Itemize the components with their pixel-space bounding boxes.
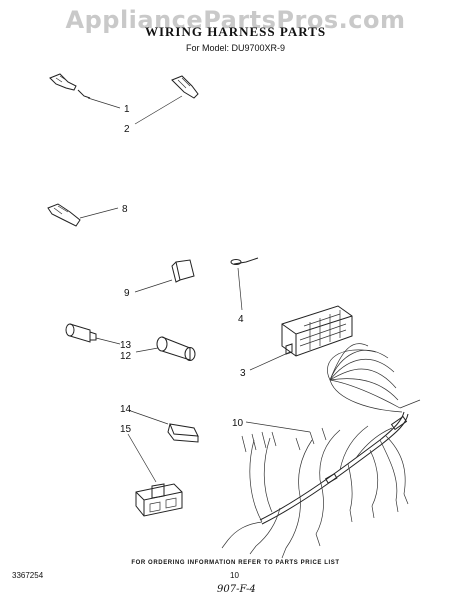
connector-part-14 [167,423,199,443]
leader-line-1 [87,97,121,109]
callout-3: 3 [240,368,246,379]
leader-line-15 [127,433,157,483]
screw-part-4 [230,257,259,265]
callout-8: 8 [122,204,128,215]
callout-10: 10 [232,418,244,429]
plug-part-13 [65,323,97,343]
callout-13: 13 [120,340,132,351]
page-number: 10 [230,571,239,580]
connector-part-9 [171,259,195,283]
callout-12: 12 [120,351,132,362]
terminal-part-8 [47,203,81,227]
handwritten-note: 907-F-4 [217,584,256,595]
leader-line-12 [135,347,159,353]
callout-4: 4 [238,314,244,325]
terminal-part-2 [171,75,199,99]
housing-part-15 [135,483,183,517]
callout-15: 15 [120,424,132,435]
part-code: 3367254 [12,571,44,580]
model-line: For Model: DU9700XR-9 [185,43,286,53]
leader-line-4 [237,267,243,311]
leader-line-3 [249,351,291,371]
leader-line-13 [95,337,121,345]
callout-14: 14 [120,404,132,415]
ordering-note: FOR ORDERING INFORMATION REFER TO PARTS … [131,560,340,566]
leader-line-9 [134,279,173,293]
callout-9: 9 [124,288,130,299]
terminal-block-part-3 [281,305,353,357]
watermark: AppliancePartsPros.com [65,6,406,34]
terminal-part-1 [49,73,91,99]
callout-1: 1 [124,104,130,115]
diagram-title: WIRING HARNESS PARTS [144,24,327,39]
wire-harness-part-10 [221,343,421,559]
leader-line-2 [134,95,183,125]
callout-2: 2 [124,124,130,135]
sleeve-part-12 [156,336,196,361]
leader-line-8 [79,207,119,219]
leader-line-14 [127,409,169,425]
leader-line-10 [245,421,311,433]
